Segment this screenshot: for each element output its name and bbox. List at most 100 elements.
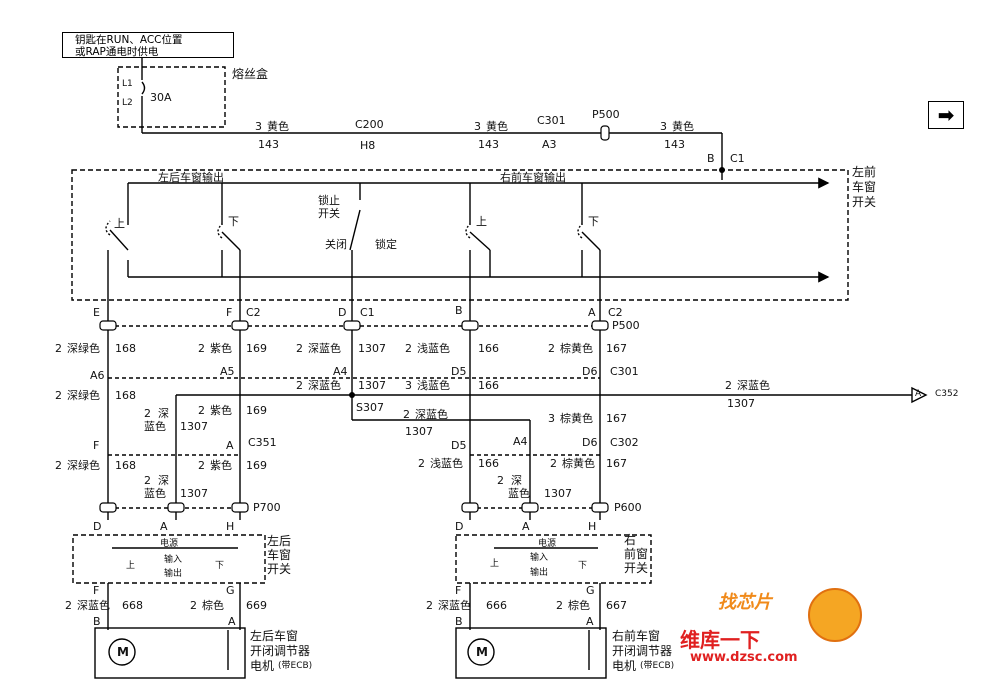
connector-label: C1	[360, 306, 375, 319]
wire-label: 深绿色	[67, 389, 100, 402]
lr-switch-title: 左后	[267, 534, 292, 548]
connector-label: C352	[935, 389, 959, 399]
wire-label: 1307	[180, 487, 208, 500]
lr-output-label: 左后车窗输出	[158, 171, 224, 184]
power-note: 钥匙在RUN、ACC位置或RAP通电时供电	[62, 32, 234, 58]
wire-label: 168	[115, 342, 136, 355]
wire-label: 浅蓝色	[417, 379, 450, 392]
lock-label: 开关	[318, 207, 340, 220]
watermark-logo: 找芯片 维库一下 www.dzsc.com	[680, 580, 880, 690]
wire-label: 深绿色	[67, 342, 100, 355]
rf-switch-outline	[455, 534, 652, 584]
next-page-arrow-icon[interactable]: ➡	[928, 101, 964, 129]
wire-label: 2	[418, 457, 425, 470]
connector-label: C301	[537, 114, 566, 127]
wire-label: 1307	[405, 425, 433, 438]
watermark-url: www.dzsc.com	[690, 650, 798, 665]
rf-motor-label: 右前车窗	[612, 629, 661, 643]
pin-label: A	[915, 389, 922, 399]
close-label: 关闭	[325, 238, 347, 251]
wire-label: 143	[478, 138, 499, 151]
fuse-l1: L1	[122, 79, 133, 89]
wire-label: 蓝色	[144, 420, 166, 433]
connector-label: C301	[610, 365, 639, 378]
wire-label: 2	[556, 599, 563, 612]
connector-label: P700	[253, 501, 281, 514]
pin-label: B	[455, 304, 463, 317]
lr-switch-title: 开关	[267, 562, 292, 576]
wire-label: 黄色	[672, 120, 694, 133]
wire-label: 143	[664, 138, 685, 151]
wire-label: 1307	[358, 379, 386, 392]
wire-label: 深绿色	[67, 459, 100, 472]
wire-label: 深蓝色	[308, 342, 341, 355]
wire-label: 2	[296, 379, 303, 392]
wire-label: 2	[198, 459, 205, 472]
pin-label: D6	[582, 436, 598, 449]
wire-label: 棕色	[568, 599, 590, 612]
connector-label: C302	[610, 436, 639, 449]
pin-label: A	[228, 615, 236, 628]
switch-contacts	[105, 209, 601, 305]
up-label: 上	[476, 215, 487, 228]
master-switch-outline	[71, 169, 849, 301]
wire-label: 167	[606, 412, 627, 425]
lr-motor-label: 左后车窗	[250, 629, 299, 643]
mascot-icon	[808, 588, 862, 642]
pin-label: G	[586, 584, 595, 597]
connector-label: P500	[592, 108, 620, 121]
connector-label: P500	[612, 319, 640, 332]
wire-label: 168	[115, 389, 136, 402]
wire-label: 166	[478, 457, 499, 470]
wire-label: 深蓝色	[438, 599, 471, 612]
motor-icon: M	[117, 645, 129, 659]
pin-label: D	[455, 520, 464, 533]
wire-label: 1307	[544, 487, 572, 500]
fuse-symbol	[141, 81, 146, 95]
wire-label: 深	[511, 474, 522, 487]
up-label: 上	[490, 559, 500, 569]
wire-label: 166	[478, 342, 499, 355]
wire-label: 2	[548, 342, 555, 355]
wire-label: 紫色	[210, 404, 232, 417]
wire-label: 黄色	[267, 120, 289, 133]
lr-motor-box	[94, 627, 246, 679]
pin-label: G	[226, 584, 235, 597]
pin-label: B	[455, 615, 463, 628]
wire-label: 深	[158, 407, 169, 420]
pin-label: B	[93, 615, 101, 628]
fuse-box-label: 熔丝盒	[232, 67, 269, 81]
wire-label: 666	[486, 599, 507, 612]
wire-label: 蓝色	[508, 487, 530, 500]
output-label: 输出	[164, 569, 183, 579]
wire-label: 浅蓝色	[417, 342, 450, 355]
down-label: 下	[228, 215, 239, 228]
fuse-l2: L2	[122, 98, 133, 108]
watermark-logo-text: 找芯片	[718, 592, 772, 613]
wire-label: 2	[55, 459, 62, 472]
rf-motor-label: 开闭调节器	[612, 644, 673, 658]
lr-motor-label: 电机	[250, 659, 275, 673]
connector-label: C200	[355, 118, 384, 131]
output-label: 输出	[530, 568, 549, 578]
wire-label: 168	[115, 459, 136, 472]
locked-label: 锁定	[375, 238, 397, 251]
master-switch-title: 车窗	[852, 180, 877, 194]
connector-label: P600	[614, 501, 642, 514]
rf-switch-title: 右	[624, 533, 637, 547]
connector-label: C1	[730, 152, 745, 165]
wire-label: 2	[190, 599, 197, 612]
up-label: 上	[126, 561, 136, 571]
pin-label: F	[93, 584, 100, 597]
pin-label: A	[226, 439, 234, 452]
wire-label: 2	[550, 457, 557, 470]
wire-label: 169	[246, 342, 267, 355]
wire-label: 黄色	[486, 120, 508, 133]
input-label: 输入	[164, 555, 183, 565]
wire-label: 2	[55, 389, 62, 402]
connector-pin: H8	[360, 139, 376, 152]
lr-motor-ecb: (带ECB)	[278, 661, 313, 671]
wire-label: 2	[426, 599, 433, 612]
pin-label: A5	[220, 365, 235, 378]
